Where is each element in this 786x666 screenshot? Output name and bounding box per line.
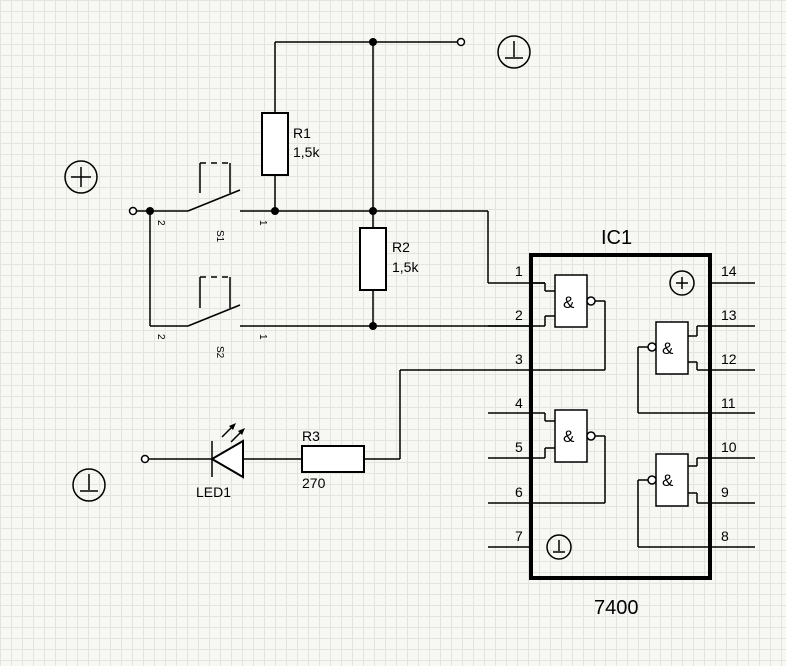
s1-label: S1 <box>214 230 225 243</box>
switch-s2: S2 2 1 <box>149 211 545 359</box>
nand-gate-d: & <box>637 453 710 548</box>
led1-label: LED1 <box>196 484 231 500</box>
s1-pin-right: 1 <box>257 220 268 226</box>
junction-dot <box>271 207 279 215</box>
gate-c-symbol: & <box>662 339 674 358</box>
r2-name: R2 <box>392 239 410 255</box>
ic1-name: IC1 <box>601 227 632 249</box>
pin-12: 12 <box>721 351 737 367</box>
resistor-r2: R2 1,5k <box>359 227 419 291</box>
nand-gate-b: & <box>531 409 606 504</box>
nand-gate-c: & <box>637 321 710 414</box>
led1: LED1 <box>196 423 245 500</box>
terminal-plus <box>128 206 138 216</box>
pin-11: 11 <box>721 395 736 411</box>
plus-supply-symbol <box>64 160 98 194</box>
switch-s1: S1 2 1 <box>128 162 488 243</box>
r1-name: R1 <box>293 125 311 141</box>
pin-8: 8 <box>721 528 729 544</box>
terminal-ground-bottom <box>140 454 150 464</box>
s2-pin-right: 1 <box>257 334 268 340</box>
pin-3: 3 <box>515 351 523 367</box>
r1-value: 1,5k <box>293 144 320 160</box>
s2-pin-left: 2 <box>155 334 166 340</box>
pin-9: 9 <box>721 484 729 500</box>
pin-5: 5 <box>515 439 523 455</box>
gate-a-symbol: & <box>563 293 575 312</box>
gate-d-symbol: & <box>662 471 674 490</box>
ic1: IC1 7400 1 2 3 4 5 6 7 8 <box>488 227 755 619</box>
ic-plus-symbol <box>669 270 695 296</box>
junction-dot <box>369 322 377 330</box>
terminal-ground-top <box>456 37 466 47</box>
ground-symbol-bottom <box>72 468 106 502</box>
light-emission-icon <box>221 423 245 443</box>
pin-10: 10 <box>721 439 737 455</box>
ic1-part: 7400 <box>594 597 639 619</box>
r2-value: 1,5k <box>392 259 419 275</box>
led-branch <box>140 369 531 464</box>
gate-b-symbol: & <box>563 427 575 446</box>
pin-14: 14 <box>721 263 737 279</box>
resistor-r3: R3 270 <box>301 428 365 491</box>
s1-pin-left: 2 <box>155 220 166 226</box>
pin-2: 2 <box>515 307 523 323</box>
s2-label: S2 <box>214 346 225 359</box>
r3-name: R3 <box>302 428 320 444</box>
pin-7: 7 <box>515 528 523 544</box>
pin-13: 13 <box>721 307 737 323</box>
resistor-r1: R1 1,5k <box>261 112 320 176</box>
nand-gate-a: & <box>531 274 606 371</box>
pin-6: 6 <box>515 484 523 500</box>
pin-4: 4 <box>515 395 523 411</box>
junction-dot <box>369 207 377 215</box>
ground-symbol-top <box>497 35 531 69</box>
wires-top <box>274 37 466 326</box>
r3-value: 270 <box>302 475 326 491</box>
ic-ground-symbol <box>546 534 572 560</box>
pin-1: 1 <box>515 263 523 279</box>
